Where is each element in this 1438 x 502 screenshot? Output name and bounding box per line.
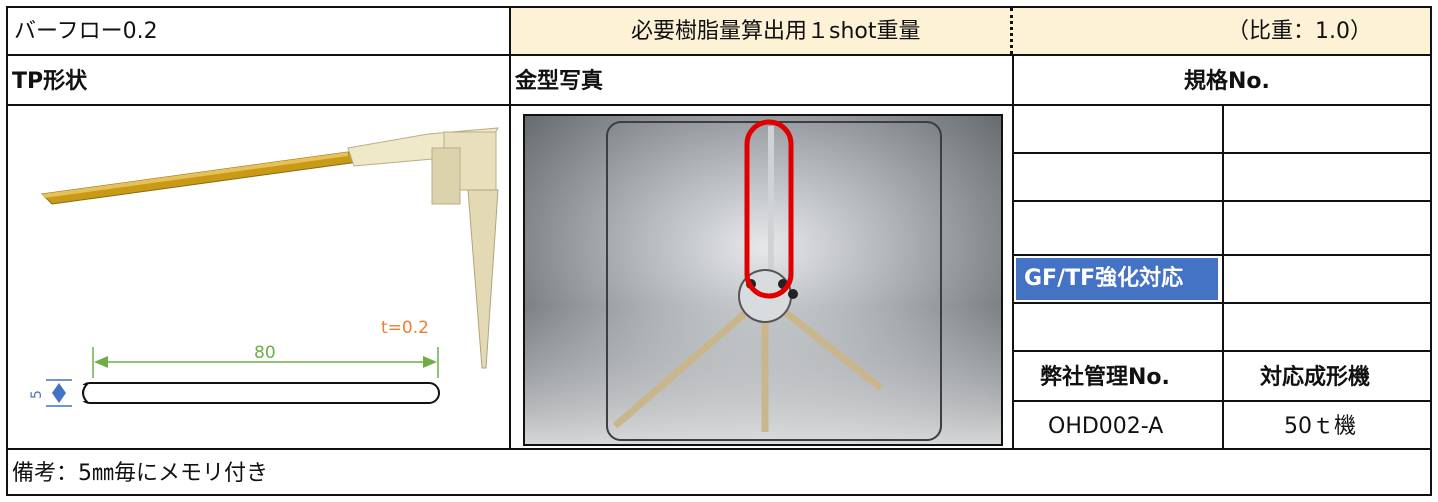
gf-tf-label: GF/TF強化対応 <box>1024 266 1184 291</box>
machine-value-cell: 50ｔ機 <box>1222 400 1432 450</box>
company-no-value: OHD002-A <box>1048 414 1164 439</box>
strip-outline <box>79 382 440 404</box>
standard-no-header: 規格No. <box>1012 54 1432 106</box>
spec-row-2-right <box>1222 152 1432 202</box>
machine-value: 50ｔ機 <box>1284 414 1356 439</box>
remarks-cell: 備考：5㎜毎にメモリ付き <box>6 448 1432 496</box>
mold-photo-cell <box>509 104 1014 450</box>
tp-drawing-cell: t=0.2 80 5 <box>6 104 511 450</box>
company-no-value-cell: OHD002-A <box>1012 400 1224 450</box>
remarks-text: 備考：5㎜毎にメモリ付き <box>12 461 268 486</box>
title-cell: バーフロー0.2 <box>6 6 511 56</box>
company-no-label: 弊社管理No. <box>1040 365 1170 390</box>
mold-photo <box>523 114 1003 446</box>
spec-row-4-right <box>1222 254 1432 304</box>
product-title: バーフロー0.2 <box>14 19 158 44</box>
thickness-label: t=0.2 <box>381 318 429 338</box>
highlight-ring <box>744 119 794 299</box>
machine-header: 対応成形機 <box>1222 350 1432 402</box>
weight-cell: 必要樹脂量算出用１shot重量 （比重：1.0） <box>509 6 1432 56</box>
weight-label: 必要樹脂量算出用１shot重量 <box>631 19 921 44</box>
company-no-header: 弊社管理No. <box>1012 350 1224 402</box>
spec-row-2-left <box>1012 152 1224 202</box>
spec-row-4-left: GF/TF強化対応 <box>1012 254 1224 304</box>
dotted-divider <box>1010 8 1013 54</box>
sprue-cone <box>467 189 499 369</box>
mold-photo-label: 金型写真 <box>515 69 604 94</box>
spec-row-5-right <box>1222 302 1432 352</box>
spec-row-1-right <box>1222 104 1432 154</box>
mold-photo-image <box>525 116 1001 444</box>
spec-row-5-left <box>1012 302 1224 352</box>
width-label: 5 <box>29 390 45 399</box>
specific-gravity: （比重：1.0） <box>1227 19 1372 44</box>
spec-row-3-left <box>1012 200 1224 256</box>
tp-shape-header: TP形状 <box>6 54 511 106</box>
tp-shape-label: TP形状 <box>12 69 88 94</box>
mold-photo-header: 金型写真 <box>509 54 1014 106</box>
standard-no-label: 規格No. <box>1184 69 1270 94</box>
spec-row-1-left <box>1012 104 1224 154</box>
gf-tf-badge: GF/TF強化対応 <box>1016 258 1218 300</box>
machine-label: 対応成形機 <box>1260 365 1371 390</box>
spec-row-3-right <box>1222 200 1432 256</box>
length-label: 80 <box>254 343 276 363</box>
tp-shape-drawing: t=0.2 80 5 <box>29 127 499 407</box>
